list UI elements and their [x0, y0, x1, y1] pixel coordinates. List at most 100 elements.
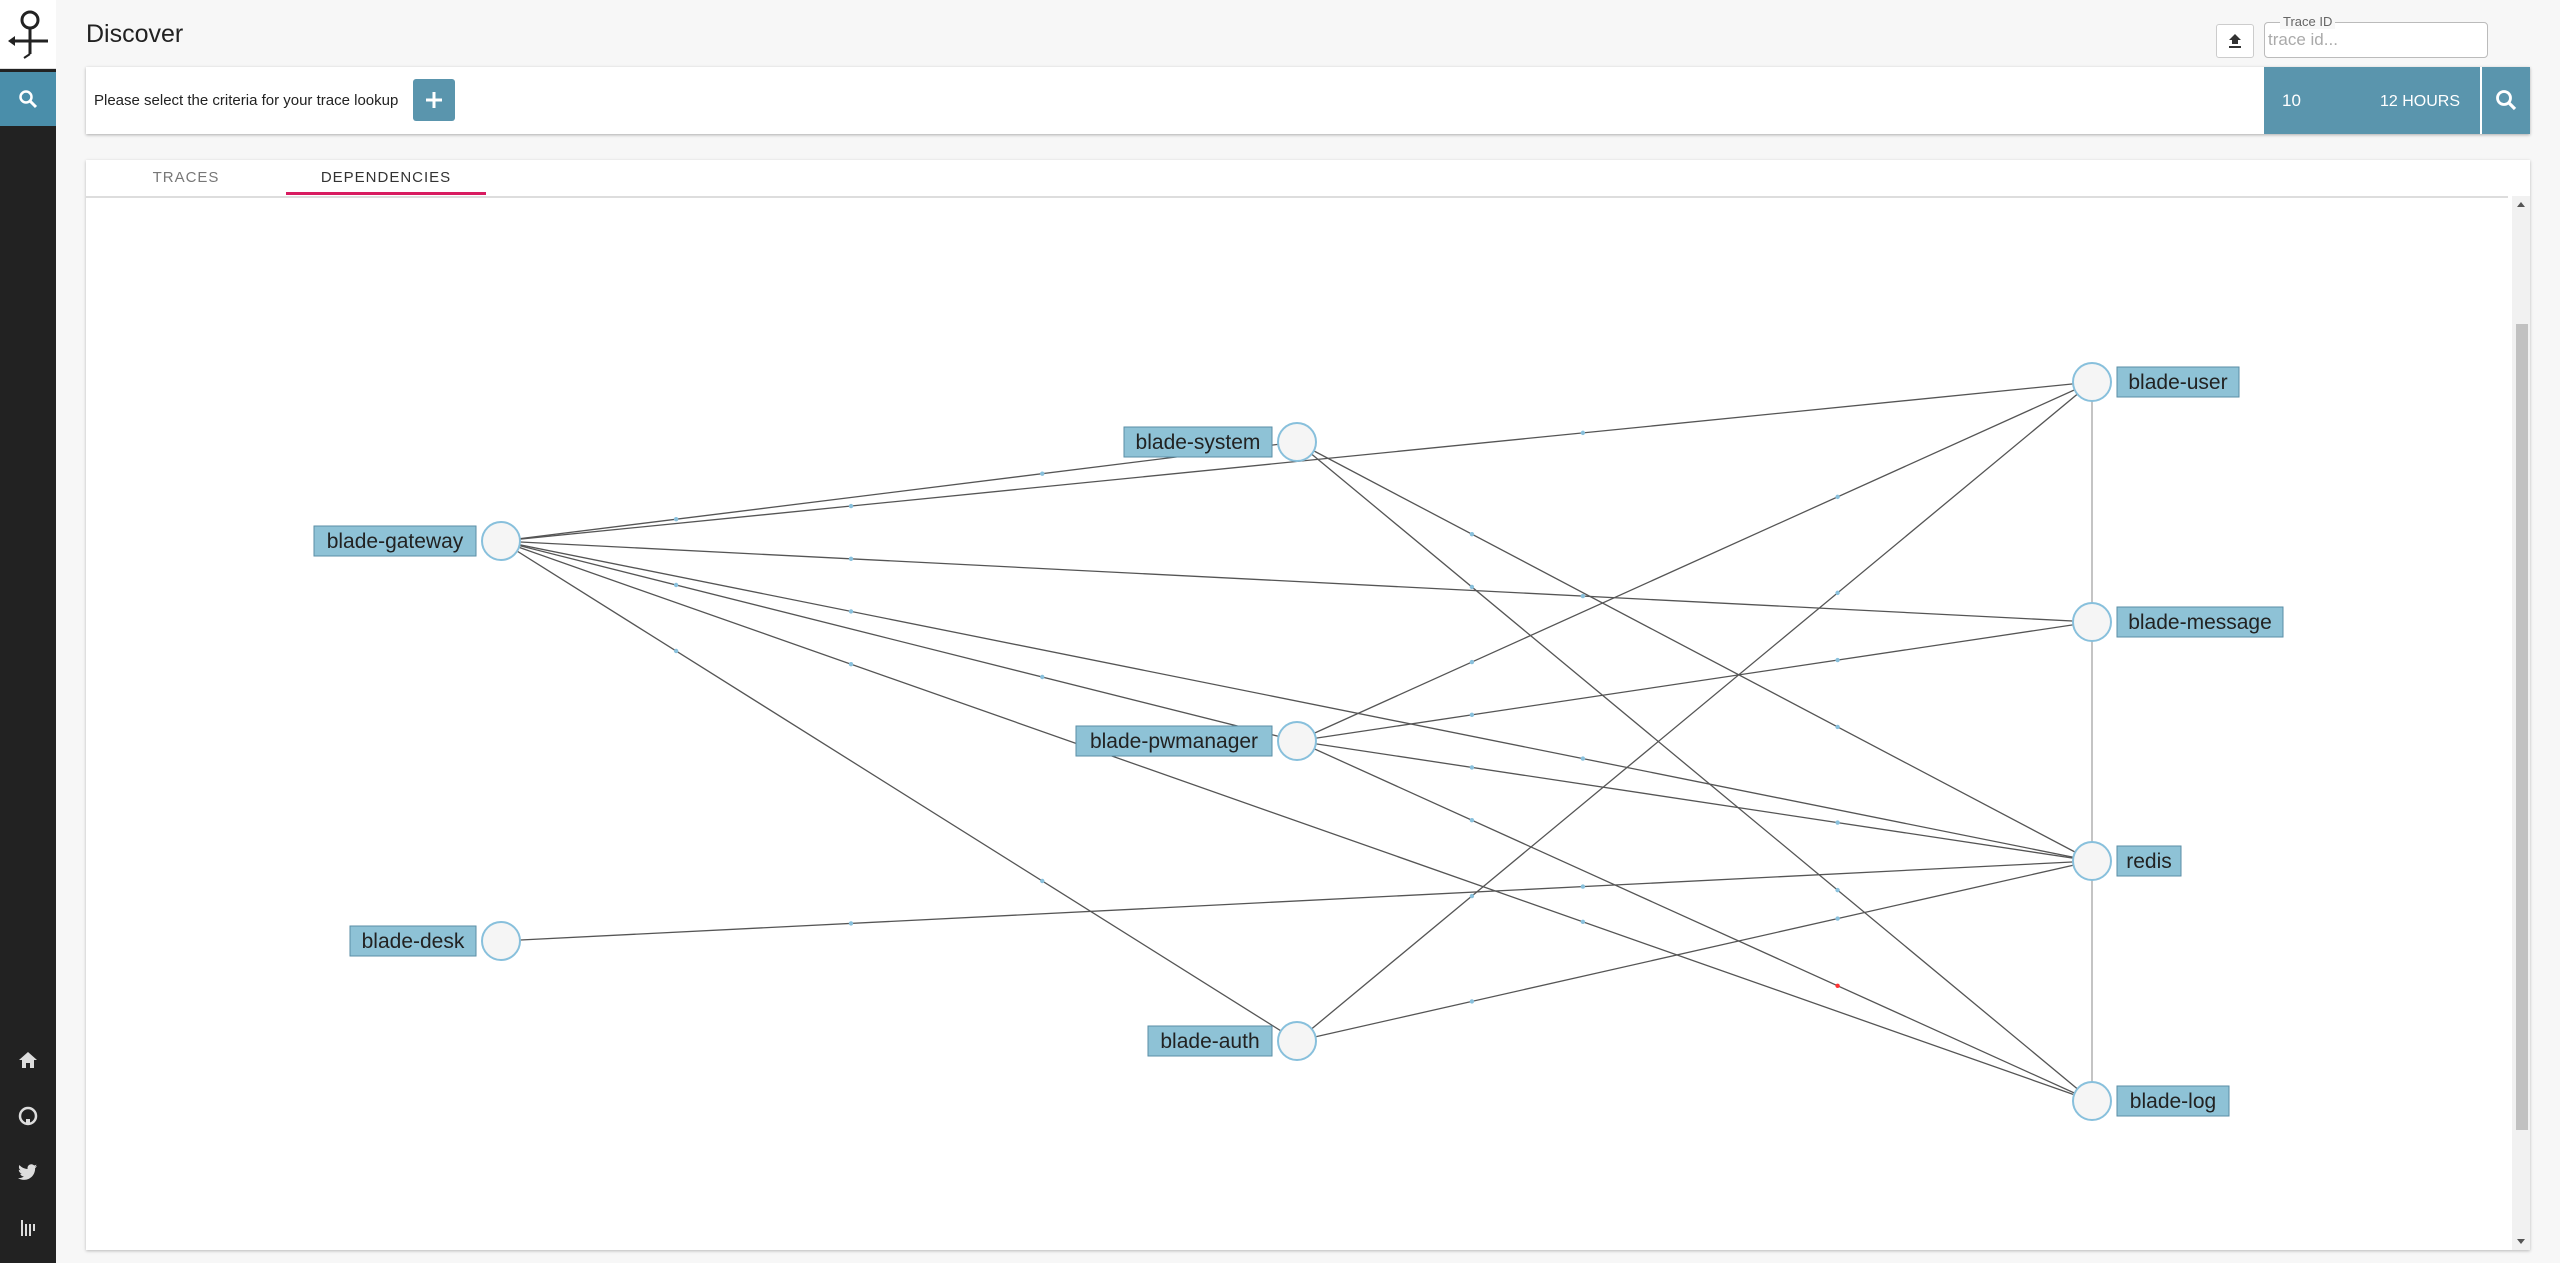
active-tab-indicator — [286, 192, 486, 195]
node-label: blade-message — [2128, 611, 2272, 634]
node-blade-auth[interactable]: blade-auth — [1147, 1021, 1317, 1061]
traffic-particle — [848, 921, 854, 926]
traffic-particle — [673, 582, 679, 588]
node-blade-pwmanager[interactable]: blade-pwmanager — [1075, 721, 1317, 761]
criteria-bar: Please select the criteria for your trac… — [86, 67, 2530, 134]
node-circle[interactable] — [2072, 841, 2112, 881]
edge-blade-pwmanager-to-blade-message[interactable] — [1296, 621, 2093, 742]
node-label-box — [2116, 606, 2284, 638]
traffic-particle — [1469, 818, 1475, 823]
node-label: blade-gateway — [327, 530, 464, 553]
traffic-particle — [1040, 674, 1045, 680]
traffic-particle — [848, 662, 854, 667]
tab-dependencies[interactable]: DEPENDENCIES — [320, 169, 452, 186]
traffic-particle — [1835, 983, 1840, 988]
node-blade-gateway[interactable]: blade-gateway — [313, 521, 521, 561]
search-icon — [2496, 90, 2517, 111]
traffic-particle — [1469, 531, 1475, 537]
edge-blade-gateway-to-blade-system[interactable] — [500, 441, 1298, 542]
traffic-particle — [1469, 659, 1475, 665]
edge-blade-pwmanager-to-redis[interactable] — [1296, 740, 2093, 862]
sidebar-item-home[interactable] — [0, 1033, 56, 1085]
sidebar-item-twitter[interactable] — [0, 1145, 56, 1197]
edge-blade-gateway-to-blade-message[interactable] — [500, 540, 2093, 623]
zipkin-logo[interactable] — [0, 0, 56, 69]
sidebar — [0, 0, 56, 1263]
edge-blade-auth-to-redis[interactable] — [1296, 860, 2093, 1042]
scroll-down-arrow[interactable] — [2517, 1239, 2525, 1244]
sidebar-item-search[interactable] — [0, 72, 56, 126]
add-criteria-button[interactable] — [413, 79, 455, 121]
traffic-particle — [1835, 724, 1840, 730]
plus-icon — [426, 92, 442, 108]
node-label: blade-system — [1136, 431, 1261, 454]
node-blade-log[interactable]: blade-log — [2072, 1081, 2230, 1121]
edge-blade-system-to-redis[interactable] — [1296, 441, 2093, 862]
node-label: blade-log — [2130, 1090, 2216, 1113]
node-label-box — [313, 525, 477, 557]
dependency-graph: blade-gateway blade-desk blade-system blade… — [313, 362, 2284, 1121]
scroll-up-arrow[interactable] — [2517, 202, 2525, 207]
traffic-particle — [848, 556, 854, 562]
edge-blade-desk-to-redis[interactable] — [500, 860, 2093, 942]
logo-icon — [8, 10, 48, 59]
edge-blade-system-to-blade-log[interactable] — [1296, 441, 2093, 1102]
home-icon — [19, 1052, 37, 1068]
traffic-particle — [673, 517, 679, 522]
node-circle[interactable] — [2072, 1081, 2112, 1121]
node-label-box — [1075, 725, 1273, 757]
traffic-particle — [1835, 494, 1840, 500]
node-circle[interactable] — [481, 921, 521, 961]
tab-traces[interactable]: TRACES — [152, 169, 220, 186]
traffic-particle — [673, 648, 679, 654]
search-button[interactable] — [2482, 67, 2530, 134]
traffic-particle — [1469, 584, 1475, 590]
traffic-particle — [1580, 756, 1586, 761]
edge-blade-gateway-to-blade-pwmanager[interactable] — [500, 540, 1298, 742]
edge-blade-gateway-to-blade-auth[interactable] — [500, 540, 1298, 1042]
node-blade-desk[interactable]: blade-desk — [349, 921, 521, 961]
node-circle[interactable] — [1277, 422, 1317, 462]
traffic-particle — [1580, 593, 1586, 599]
traffic-particle — [1835, 820, 1840, 825]
traffic-particle — [848, 503, 854, 509]
trace-id-label: Trace ID — [2280, 14, 2336, 29]
node-label: blade-pwmanager — [1090, 730, 1258, 753]
edge-blade-pwmanager-to-blade-user[interactable] — [1296, 381, 2093, 742]
node-circle[interactable] — [2072, 602, 2112, 642]
traffic-particle — [1580, 430, 1586, 436]
traffic-particle — [1469, 999, 1475, 1004]
upload-trace-button[interactable] — [2216, 24, 2254, 58]
upload-icon — [2229, 34, 2241, 48]
node-circle[interactable] — [2072, 362, 2112, 402]
sidebar-item-gitter[interactable] — [0, 1201, 56, 1253]
sidebar-item-github[interactable] — [0, 1089, 56, 1141]
twitter-icon — [18, 1164, 37, 1180]
node-redis[interactable]: redis — [2072, 841, 2182, 881]
traffic-particle — [1835, 887, 1840, 893]
github-icon — [18, 1106, 38, 1126]
limit-value[interactable]: 10 — [2282, 91, 2301, 110]
node-label: redis — [2126, 850, 2172, 873]
scroll-thumb[interactable] — [2516, 324, 2528, 1130]
edge-blade-gateway-to-redis[interactable] — [500, 540, 2093, 862]
criteria-prompt: Please select the criteria for your trac… — [94, 92, 399, 109]
trace-id-input[interactable] — [2266, 26, 2480, 54]
node-circle[interactable] — [1277, 721, 1317, 761]
traffic-particle — [1040, 471, 1045, 476]
tab-bar: TRACES DEPENDENCIES — [86, 160, 2508, 198]
edge-blade-gateway-to-blade-log[interactable] — [500, 540, 2093, 1102]
node-label: blade-user — [2128, 371, 2227, 394]
edge-blade-auth-to-blade-user[interactable] — [1296, 381, 2093, 1042]
node-circle[interactable] — [1277, 1021, 1317, 1061]
traffic-particle — [1580, 884, 1586, 889]
node-circle[interactable] — [481, 521, 521, 561]
node-blade-system[interactable]: blade-system — [1123, 422, 1317, 462]
scrollbar[interactable] — [2512, 196, 2530, 1250]
edge-blade-pwmanager-to-blade-log[interactable] — [1296, 740, 2093, 1102]
node-blade-user[interactable]: blade-user — [2072, 362, 2240, 402]
lookback-value[interactable]: 12 HOURS — [2380, 93, 2461, 110]
gitter-icon — [21, 1220, 35, 1236]
page-title: Discover — [86, 20, 184, 48]
node-blade-message[interactable]: blade-message — [2072, 602, 2284, 642]
